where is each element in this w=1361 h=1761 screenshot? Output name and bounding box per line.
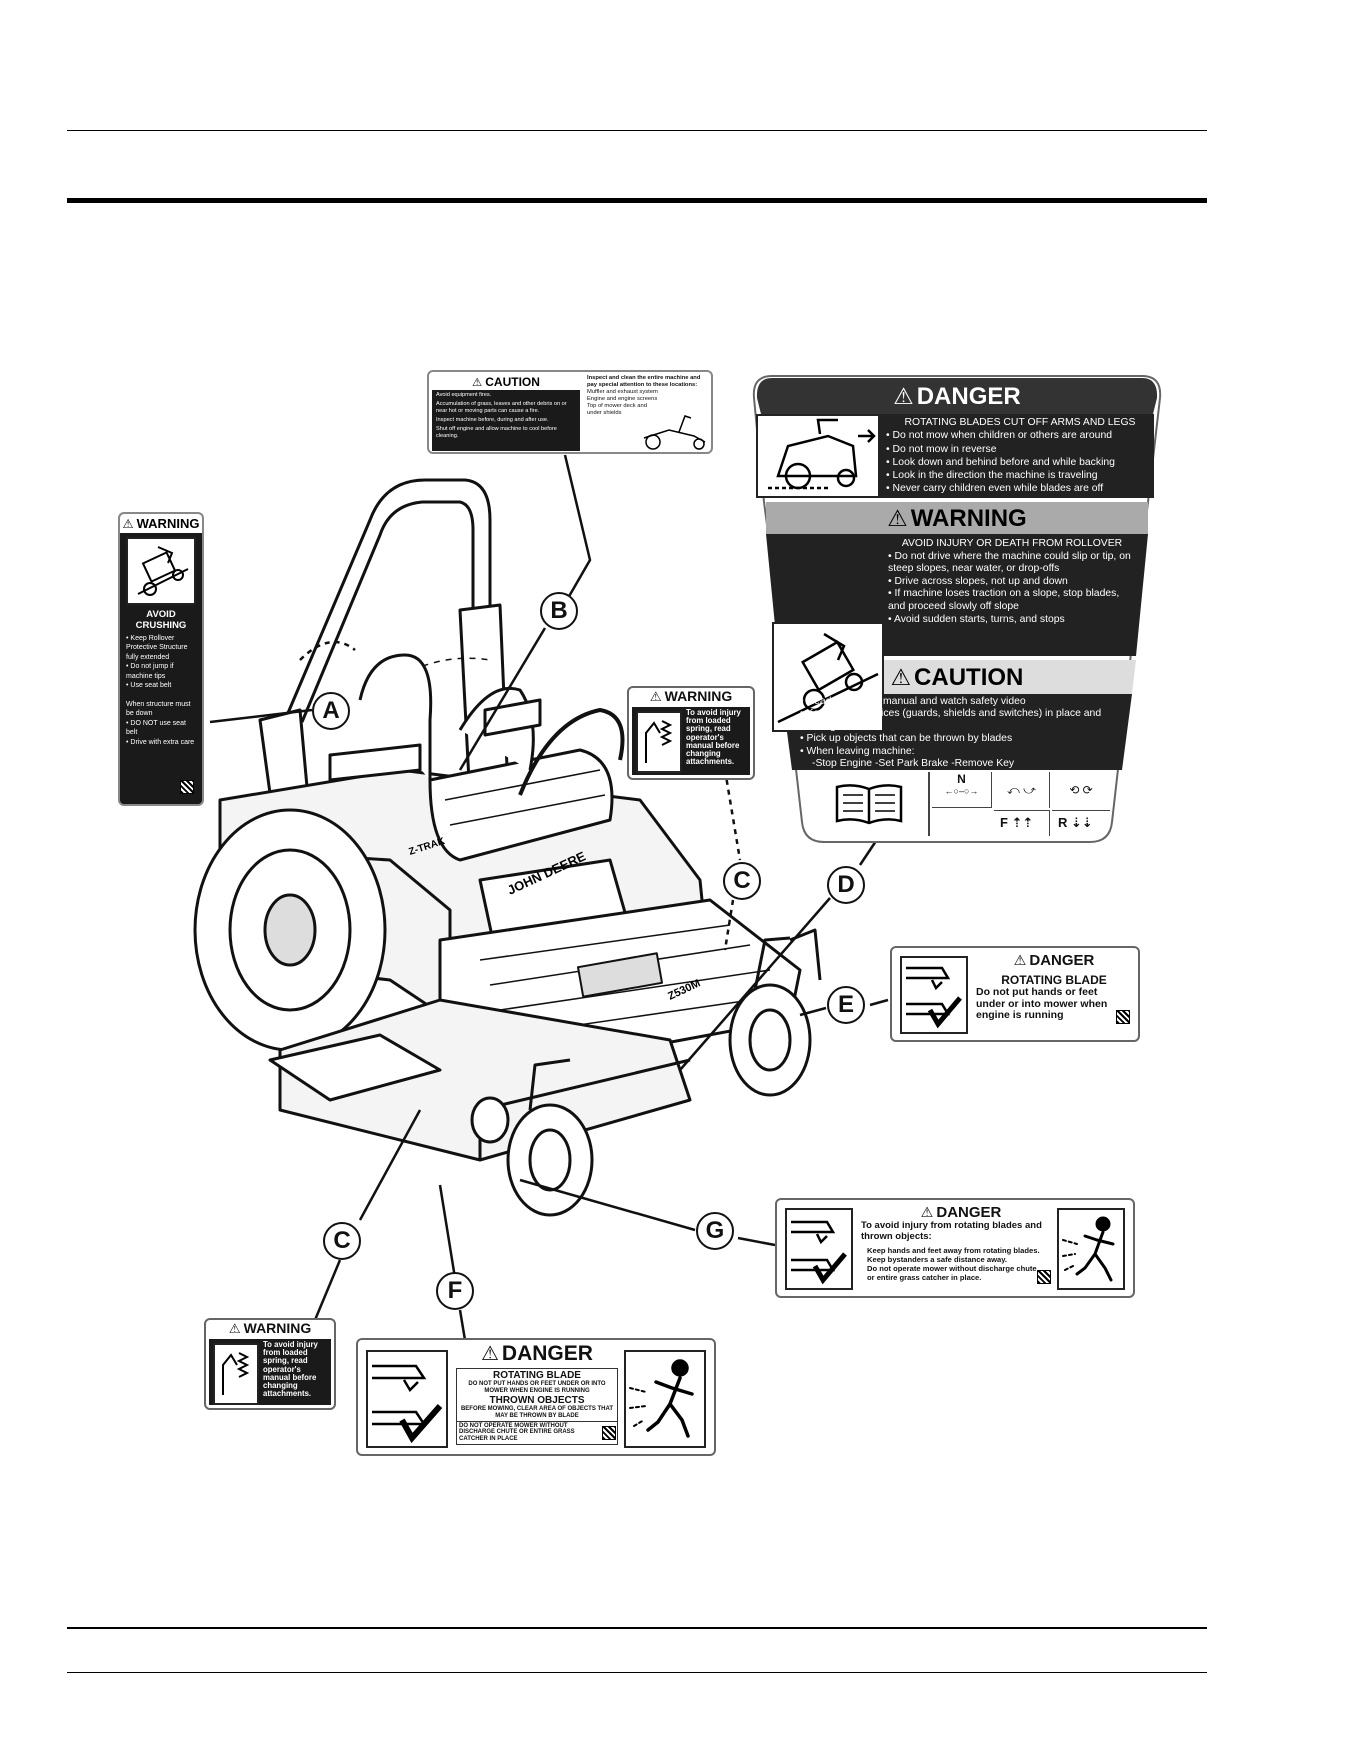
decal-b-line: Inspect machine before, during and after… xyxy=(436,416,549,423)
spring-hand-pictogram-icon xyxy=(213,1343,259,1405)
blades-pictogram-icon xyxy=(756,414,880,498)
decal-b-caution: ⚠CAUTION Avoid equipment fires. Accumula… xyxy=(427,370,713,454)
decal-c-header: ⚠WARNING xyxy=(649,688,733,704)
decal-e-title: ROTATING BLADE xyxy=(1001,973,1107,987)
qr-code-icon xyxy=(1037,1270,1051,1284)
decal-e-header: ⚠DANGER xyxy=(1013,952,1095,969)
footer-rule-lower xyxy=(67,1672,1207,1673)
thrown-objects-pictogram-icon xyxy=(624,1350,706,1448)
callout-a: A xyxy=(312,692,350,730)
decal-g-line: Keep hands and feet away from rotating b… xyxy=(867,1245,1040,1255)
decal-a-subtitle: AVOID CRUSHING xyxy=(135,609,187,631)
decal-b-right-item: Engine and engine screens xyxy=(587,395,658,402)
header-rule-thin xyxy=(67,130,1207,131)
callout-f: F xyxy=(436,1272,474,1310)
gear-forward-icon: F ⇡⇡ xyxy=(994,810,1050,836)
warning-triangle-icon: ⚠ xyxy=(122,517,134,531)
decal-f-box-3: DO NOT OPERATE MOWER WITHOUT DISCHARGE C… xyxy=(456,1421,618,1446)
decal-b-line: Accumulation of grass, leaves and other … xyxy=(436,400,567,414)
decal-c-text: To avoid injury from loaded spring, read… xyxy=(263,1340,318,1399)
decal-f-text-1: DO NOT PUT HANDS OR FEET UNDER OR INTO M… xyxy=(468,1381,606,1394)
decal-b-right-item: Top of mower deck and under shields xyxy=(587,402,647,416)
lever-alt-icon: ⟲ ⟳ xyxy=(1069,783,1093,797)
callout-g: G xyxy=(696,1212,734,1250)
callout-e: E xyxy=(827,986,865,1024)
decal-b-line: Shut off engine and allow machine to coo… xyxy=(436,425,557,439)
mower-illustration: Z-TRAK JOHN DEERE Z530M xyxy=(193,478,822,1217)
footer-rule-upper xyxy=(67,1627,1207,1629)
decal-c-text: To avoid injury from loaded spring, read… xyxy=(686,708,741,767)
decal-a-list: Keep Rollover Protective Structure fully… xyxy=(120,631,202,694)
warning-triangle-icon: ⚠ xyxy=(228,1321,241,1336)
warning-triangle-icon: ⚠ xyxy=(920,1205,934,1221)
decal-d-danger-header: ⚠DANGER xyxy=(750,379,1164,414)
decal-f-text-2: BEFORE MOWING, CLEAR AREA OF OBJECTS THA… xyxy=(460,1405,614,1419)
thrown-objects-pictogram-icon xyxy=(1057,1208,1125,1290)
decal-g-danger: ⚠DANGER To avoid injury from rotating bl… xyxy=(775,1198,1135,1298)
decal-e-danger: ⚠DANGER ROTATING BLADE Do not put hands … xyxy=(890,946,1140,1042)
decal-a-note: When structure must be down xyxy=(126,700,191,717)
qr-code-icon xyxy=(602,1426,616,1440)
decal-d-warning-list: Do not drive where the machine could sli… xyxy=(888,551,1136,627)
mower-outline-icon xyxy=(643,415,706,450)
warning-triangle-icon: ⚠ xyxy=(890,664,912,690)
decal-a-warning: ⚠WARNING AVOID CRUSHING Keep Rollover Pr… xyxy=(118,512,204,806)
decal-d-danger-list: Do not mow when children or others are a… xyxy=(886,429,1154,495)
decal-c-header: ⚠WARNING xyxy=(228,1320,312,1336)
decal-d-safety-panel: ⚠DANGER ROTATING BLADES CUT OFF ARMS AND… xyxy=(750,374,1164,844)
decal-g-line: Keep bystanders a safe distance away. xyxy=(867,1254,1007,1264)
decal-a-list-2: DO NOT use seat belt Drive with extra ca… xyxy=(120,718,202,748)
blade-hand-pictogram-icon xyxy=(366,1350,448,1448)
gear-neutral-icon: N ←○–○→ xyxy=(932,772,992,808)
callout-c-top: C xyxy=(723,862,761,900)
decal-g-intro: To avoid injury from rotating blades and… xyxy=(861,1220,1042,1242)
decal-f-danger: ⚠DANGER ROTATING BLADE DO NOT PUT HANDS … xyxy=(356,1338,716,1456)
warning-triangle-icon: ⚠ xyxy=(649,689,662,704)
crush-pictogram-icon xyxy=(126,537,196,605)
decal-e-text: Do not put hands or feet under or into m… xyxy=(976,986,1108,1022)
decal-b-header: ⚠CAUTION xyxy=(432,375,580,390)
decal-b-line: Avoid equipment fires. xyxy=(436,392,492,398)
warning-triangle-icon: ⚠ xyxy=(893,383,914,409)
warning-triangle-icon: ⚠ xyxy=(472,377,483,389)
decal-g-line: Do not operate mower without discharge c… xyxy=(867,1264,1037,1283)
decal-f-header: ⚠DANGER xyxy=(481,1342,593,1365)
decal-b-right-item: Muffler and exhaust system xyxy=(587,388,658,395)
decal-a-header: ⚠WARNING xyxy=(120,514,202,533)
decal-g-header: ⚠DANGER xyxy=(920,1204,1002,1221)
callout-b: B xyxy=(540,592,578,630)
blade-hand-pictogram-icon xyxy=(785,1208,853,1290)
decal-d-warning-title: AVOID INJURY OR DEATH FROM ROLLOVER xyxy=(901,538,1123,549)
decal-c-warning-bottom: ⚠WARNING To avoid injury from loaded spr… xyxy=(204,1318,336,1410)
spring-hand-pictogram-icon xyxy=(636,711,682,773)
warning-triangle-icon: ⚠ xyxy=(887,505,908,531)
callout-d: D xyxy=(827,866,865,904)
qr-code-icon xyxy=(1116,1010,1130,1024)
decal-c-warning-top: ⚠WARNING To avoid injury from loaded spr… xyxy=(627,686,755,780)
decal-d-danger-title: ROTATING BLADES CUT OFF ARMS AND LEGS xyxy=(904,417,1136,428)
decal-b-right-title: Inspect and clean the entire machine and… xyxy=(587,375,701,388)
decal-d-warning-header: ⚠WARNING xyxy=(750,502,1164,535)
warning-triangle-icon: ⚠ xyxy=(1013,953,1027,969)
decal-f-title-1: ROTATING BLADE xyxy=(493,1370,581,1381)
decal-d-caution-header: ⚠CAUTION xyxy=(750,660,1164,695)
header-rule-thick xyxy=(67,198,1207,203)
decal-d-caution-list: Read operator's manual and watch safety … xyxy=(800,696,1120,758)
gear-reverse-icon: R ⇣⇣ xyxy=(1052,810,1110,836)
decal-f-title-2: THROWN OBJECTS xyxy=(489,1394,585,1406)
decal-d-caution-leave: -Stop Engine -Set Park Brake -Remove Key xyxy=(812,758,1015,770)
blade-hand-pictogram-icon xyxy=(900,956,968,1034)
callout-c-bottom: C xyxy=(323,1222,361,1260)
warning-triangle-icon: ⚠ xyxy=(481,1343,499,1365)
lever-icon: ⤺ ⤻ xyxy=(994,772,1050,808)
qr-code-icon xyxy=(180,780,194,794)
operators-manual-icon xyxy=(810,772,930,836)
